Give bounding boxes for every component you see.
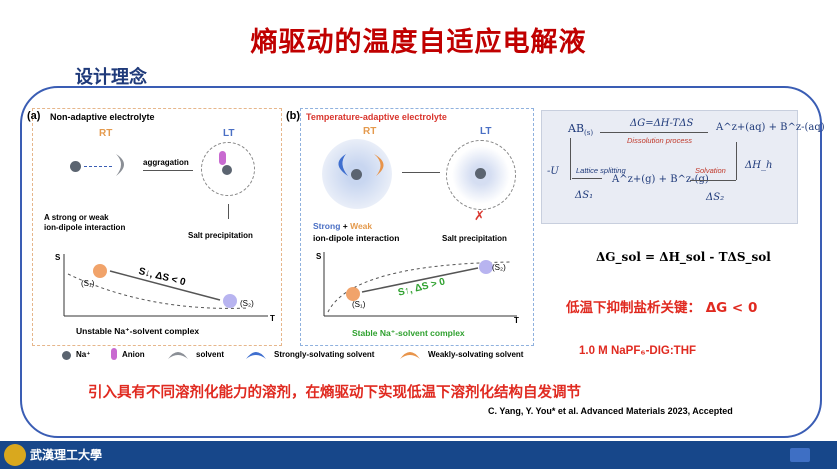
- rt-na-icon: [351, 169, 362, 180]
- cross-icon: ✗: [474, 208, 485, 223]
- panel-a: [32, 108, 282, 346]
- key-text: 低温下抑制盐析关键： ΔG < 0: [566, 300, 758, 316]
- panel-b-rt: RT: [363, 126, 377, 137]
- cycle-top-arrow: [600, 132, 708, 133]
- cycle-bottom-right-line: [690, 180, 736, 181]
- legend-na-icon: [62, 351, 71, 360]
- cycle-gas: A^z+(g) + B^z-(g): [612, 174, 709, 185]
- legend-anion-icon: [111, 348, 117, 360]
- panel-a-interaction: A strong or weak ion-dipole interaction: [44, 213, 126, 232]
- panel-a-lt: LT: [223, 128, 235, 139]
- panel-a-s2: (S₂): [240, 299, 254, 308]
- thermo-cycle-figure: [541, 110, 798, 224]
- panel-a-heading: Non-adaptive electrolyte: [50, 112, 155, 122]
- rt-strong-solvent-icon: [338, 154, 348, 176]
- lt-anion-icon: [219, 151, 226, 165]
- panel-b-s-axis: S: [316, 252, 322, 261]
- cycle-dg: ΔG=ΔH-TΔS: [630, 118, 694, 129]
- panel-b-s2: (S₂): [492, 263, 506, 272]
- cycle-ab: AB(s): [568, 122, 594, 138]
- lt-na-b-icon: [475, 168, 486, 179]
- cycle-solvation: Solvation: [695, 166, 726, 175]
- university-logo-icon: [4, 444, 26, 466]
- interaction-arrow: [84, 166, 112, 167]
- aggregation-label: aggragation: [143, 158, 189, 167]
- cycle-left-line: [570, 138, 571, 180]
- cycle-ds1: ΔS₁: [575, 190, 594, 201]
- footer-nav-icon[interactable]: [790, 448, 810, 462]
- legend-weak-icon: [400, 352, 420, 359]
- cycle-minus-u: -U: [547, 166, 559, 177]
- panel-a-tag: (a): [27, 110, 41, 122]
- panel-b: [300, 108, 534, 346]
- panel-a-s1: (S₁): [81, 279, 95, 288]
- footer-logo-text: 武漢理工大學: [30, 448, 103, 462]
- cycle-products: A^z+(aq) + B^z-(aq): [716, 122, 825, 133]
- panel-b-arrow: [402, 172, 440, 173]
- panel-b-tag: (b): [286, 110, 301, 122]
- panel-a-caption: Unstable Na⁺-solvent complex: [76, 326, 200, 336]
- footer-bar: [0, 441, 837, 469]
- legend-strong: Strongly-solvating solvent: [274, 350, 375, 359]
- cycle-lattice: Lattice splitting: [576, 166, 626, 175]
- rt-weak-solvent-icon: [374, 154, 384, 176]
- legend-anion: Anion: [122, 350, 145, 359]
- panel-b-s1: (S₁): [352, 300, 366, 309]
- panel-b-salt: Salt precipitation: [442, 234, 507, 243]
- page-title: 熵驱动的温度自适应电解液: [250, 27, 587, 58]
- cycle-dissolution: Dissolution process: [627, 136, 693, 145]
- panel-b-strong-weak: Strong + Weak: [313, 221, 373, 231]
- legend-solvent-icon: [168, 352, 188, 359]
- legend-na: Na⁺: [76, 350, 91, 359]
- legend-weak: Weakly-solvating solvent: [428, 350, 524, 359]
- solvent-icon: [116, 154, 124, 176]
- legend-strong-icon: [246, 352, 266, 359]
- panel-a-t-axis: T: [270, 314, 275, 323]
- legend-solvent: solvent: [196, 350, 225, 359]
- panel-b-t-axis: T: [514, 316, 519, 325]
- panel-a-salt: Salt precipitation: [188, 231, 253, 240]
- panel-b-plot: [323, 252, 517, 317]
- section-subtitle: 设计理念: [75, 67, 147, 88]
- na-ion-icon: [70, 161, 81, 172]
- aggregation-arrow: [143, 170, 193, 171]
- panel-b-interaction: ion-dipole interaction: [313, 233, 400, 243]
- lt-na-icon: [222, 165, 232, 175]
- panel-a-plot: [63, 254, 268, 317]
- panel-b-caption: Stable Na⁺-solvent complex: [352, 328, 465, 338]
- cycle-ds2: ΔS₂: [706, 192, 725, 203]
- panel-a-s-axis: S: [55, 253, 61, 262]
- gibbs-equation: ΔG_sol = ΔH_sol - TΔS_sol: [596, 250, 771, 264]
- citation: C. Yang, Y. You* et al. Advanced Materia…: [488, 406, 733, 416]
- panel-b-heading: Temperature-adaptive electrolyte: [306, 112, 447, 122]
- lt-cluster-icon: [201, 142, 255, 196]
- bottom-conclusion: 引入具有不同溶剂化能力的溶剂，在熵驱动下实现低温下溶剂化结构自发调节: [88, 385, 581, 401]
- cycle-dhh: ΔH_h: [745, 160, 773, 171]
- cycle-bottom-left-line: [572, 178, 602, 179]
- cycle-right-line: [736, 142, 737, 180]
- panel-b-lt: LT: [480, 126, 492, 137]
- salt-arrow-a: [228, 204, 229, 219]
- panel-a-rt: RT: [99, 128, 113, 139]
- electrolyte-formula: 1.0 M NaPF₆-DIG:THF: [579, 345, 697, 357]
- content-frame: [20, 86, 822, 438]
